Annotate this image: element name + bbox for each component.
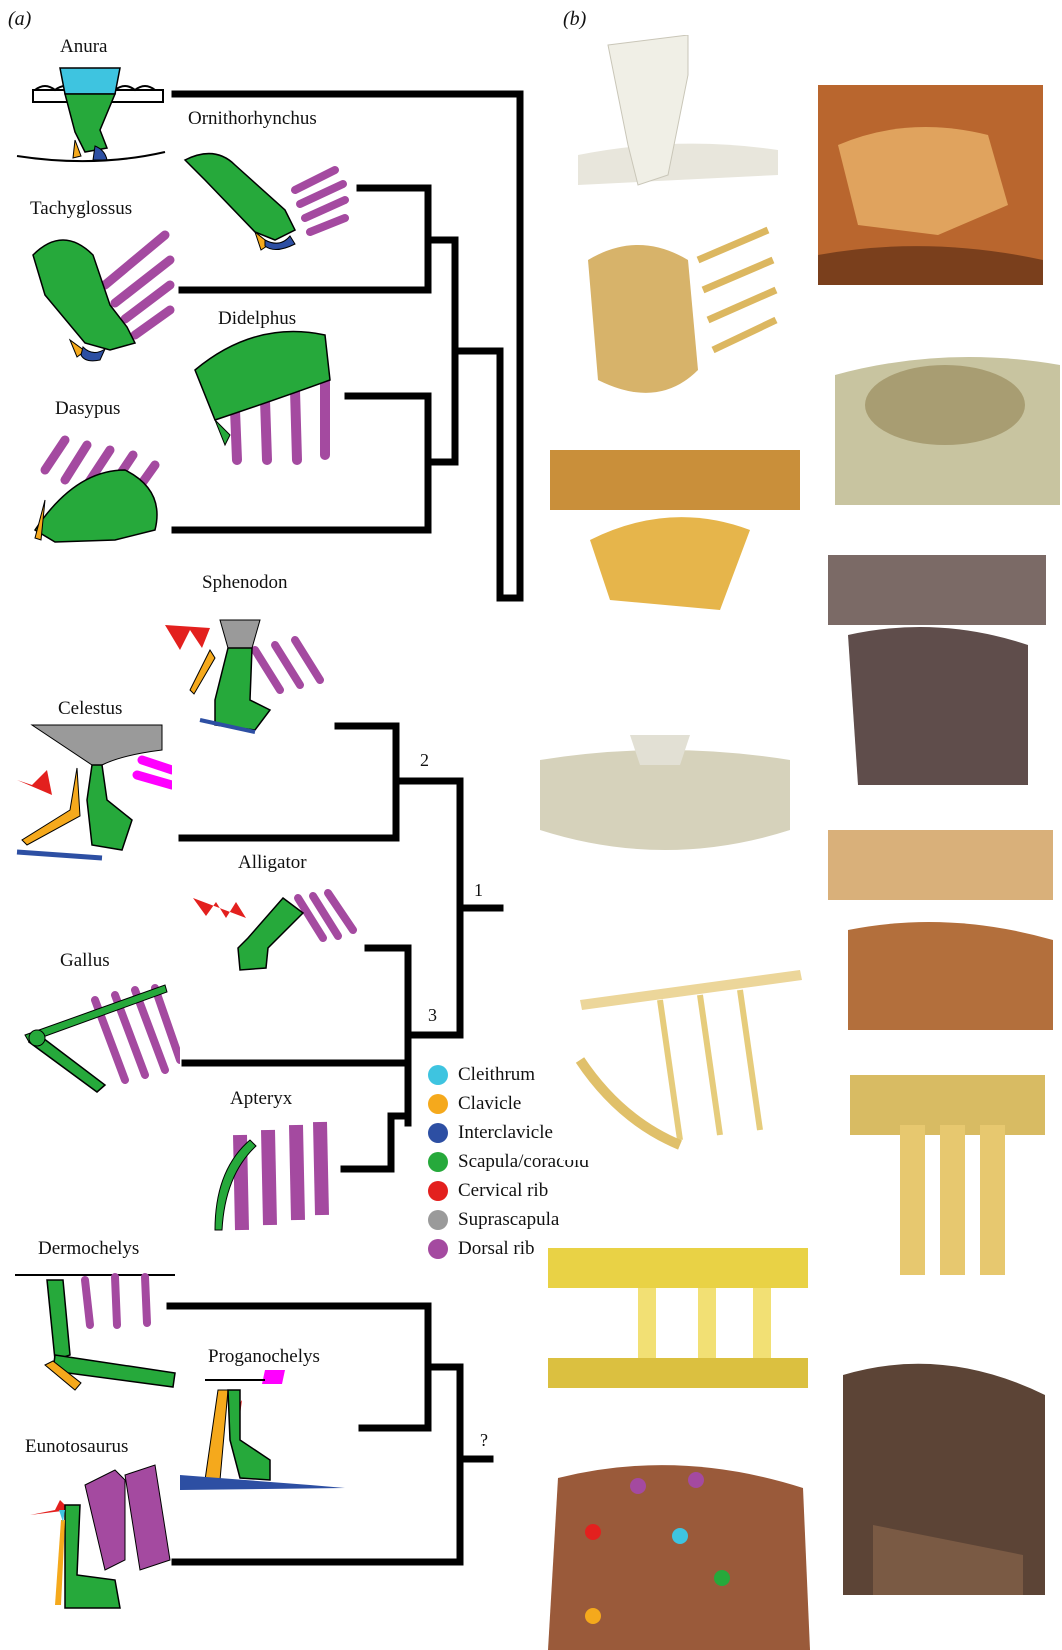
proganochelys-shoulder-sketch — [180, 1370, 350, 1495]
specimen-photo-didelphus — [835, 345, 1060, 505]
legend-item-cervical-rib: Cervical rib — [428, 1176, 589, 1205]
taxon-label-gallus: Gallus — [60, 950, 110, 972]
eunotosaurus-shoulder-sketch — [25, 1460, 175, 1610]
specimen-photo-apteryx — [840, 1075, 1045, 1325]
specimen-photo-dermochelys — [548, 1228, 808, 1408]
node-label-1: 1 — [474, 880, 483, 901]
taxon-label-proganochelys: Proganochelys — [208, 1346, 320, 1368]
legend-swatch — [428, 1065, 448, 1085]
specimen-photo-proganochelys — [843, 1355, 1045, 1595]
dasypus-shoulder-sketch — [15, 410, 175, 550]
specimen-photo-sphenodon — [828, 555, 1046, 785]
taxon-label-apteryx: Apteryx — [230, 1088, 292, 1110]
taxon-label-dermochelys: Dermochelys — [38, 1238, 139, 1260]
specimen-photo-dasypus — [550, 450, 800, 620]
tachyglossus-shoulder-sketch — [15, 215, 175, 365]
sphenodon-shoulder-sketch — [160, 590, 325, 740]
legend-swatch — [428, 1181, 448, 1201]
taxon-label-ornithorhynchus: Ornithorhynchus — [188, 108, 317, 130]
anura-shoulder-sketch — [15, 60, 175, 170]
legend-label: Cleithrum — [458, 1064, 535, 1086]
dermochelys-shoulder-sketch — [15, 1265, 185, 1395]
legend-swatch — [428, 1152, 448, 1172]
node-label-3: 3 — [428, 1005, 437, 1026]
specimen-photo-celestus — [540, 720, 790, 900]
specimen-photo-alligator — [828, 830, 1053, 1030]
legend-label: Suprascapula — [458, 1209, 559, 1231]
ornithorhynchus-shoulder-sketch — [175, 140, 350, 255]
node-label-unknown: ? — [480, 1430, 488, 1451]
gallus-shoulder-sketch — [15, 970, 180, 1110]
taxon-label-celestus: Celestus — [58, 698, 122, 720]
specimen-photo-gallus — [560, 960, 810, 1160]
legend-label: Cervical rib — [458, 1180, 548, 1202]
specimen-photo-tachyglossus — [578, 220, 778, 420]
celestus-shoulder-sketch — [12, 720, 172, 870]
legend-label: Clavicle — [458, 1093, 521, 1115]
node-label-2: 2 — [420, 750, 429, 771]
didelphus-shoulder-sketch — [175, 320, 350, 470]
specimen-photo-anura — [578, 35, 778, 200]
legend-swatch — [428, 1210, 448, 1230]
apteryx-shoulder-sketch — [190, 1110, 330, 1255]
legend-swatch — [428, 1123, 448, 1143]
specimen-photo-ornithorhynchus — [818, 85, 1043, 285]
specimen-photo-eunotosaurus — [548, 1448, 810, 1650]
alligator-shoulder-sketch — [188, 868, 358, 978]
legend-swatch — [428, 1094, 448, 1114]
taxon-label-anura: Anura — [60, 36, 107, 58]
legend-label: Dorsal rib — [458, 1238, 535, 1260]
taxon-label-eunotosaurus: Eunotosaurus — [25, 1436, 128, 1458]
legend-label: Interclavicle — [458, 1122, 553, 1144]
legend-swatch — [428, 1239, 448, 1259]
